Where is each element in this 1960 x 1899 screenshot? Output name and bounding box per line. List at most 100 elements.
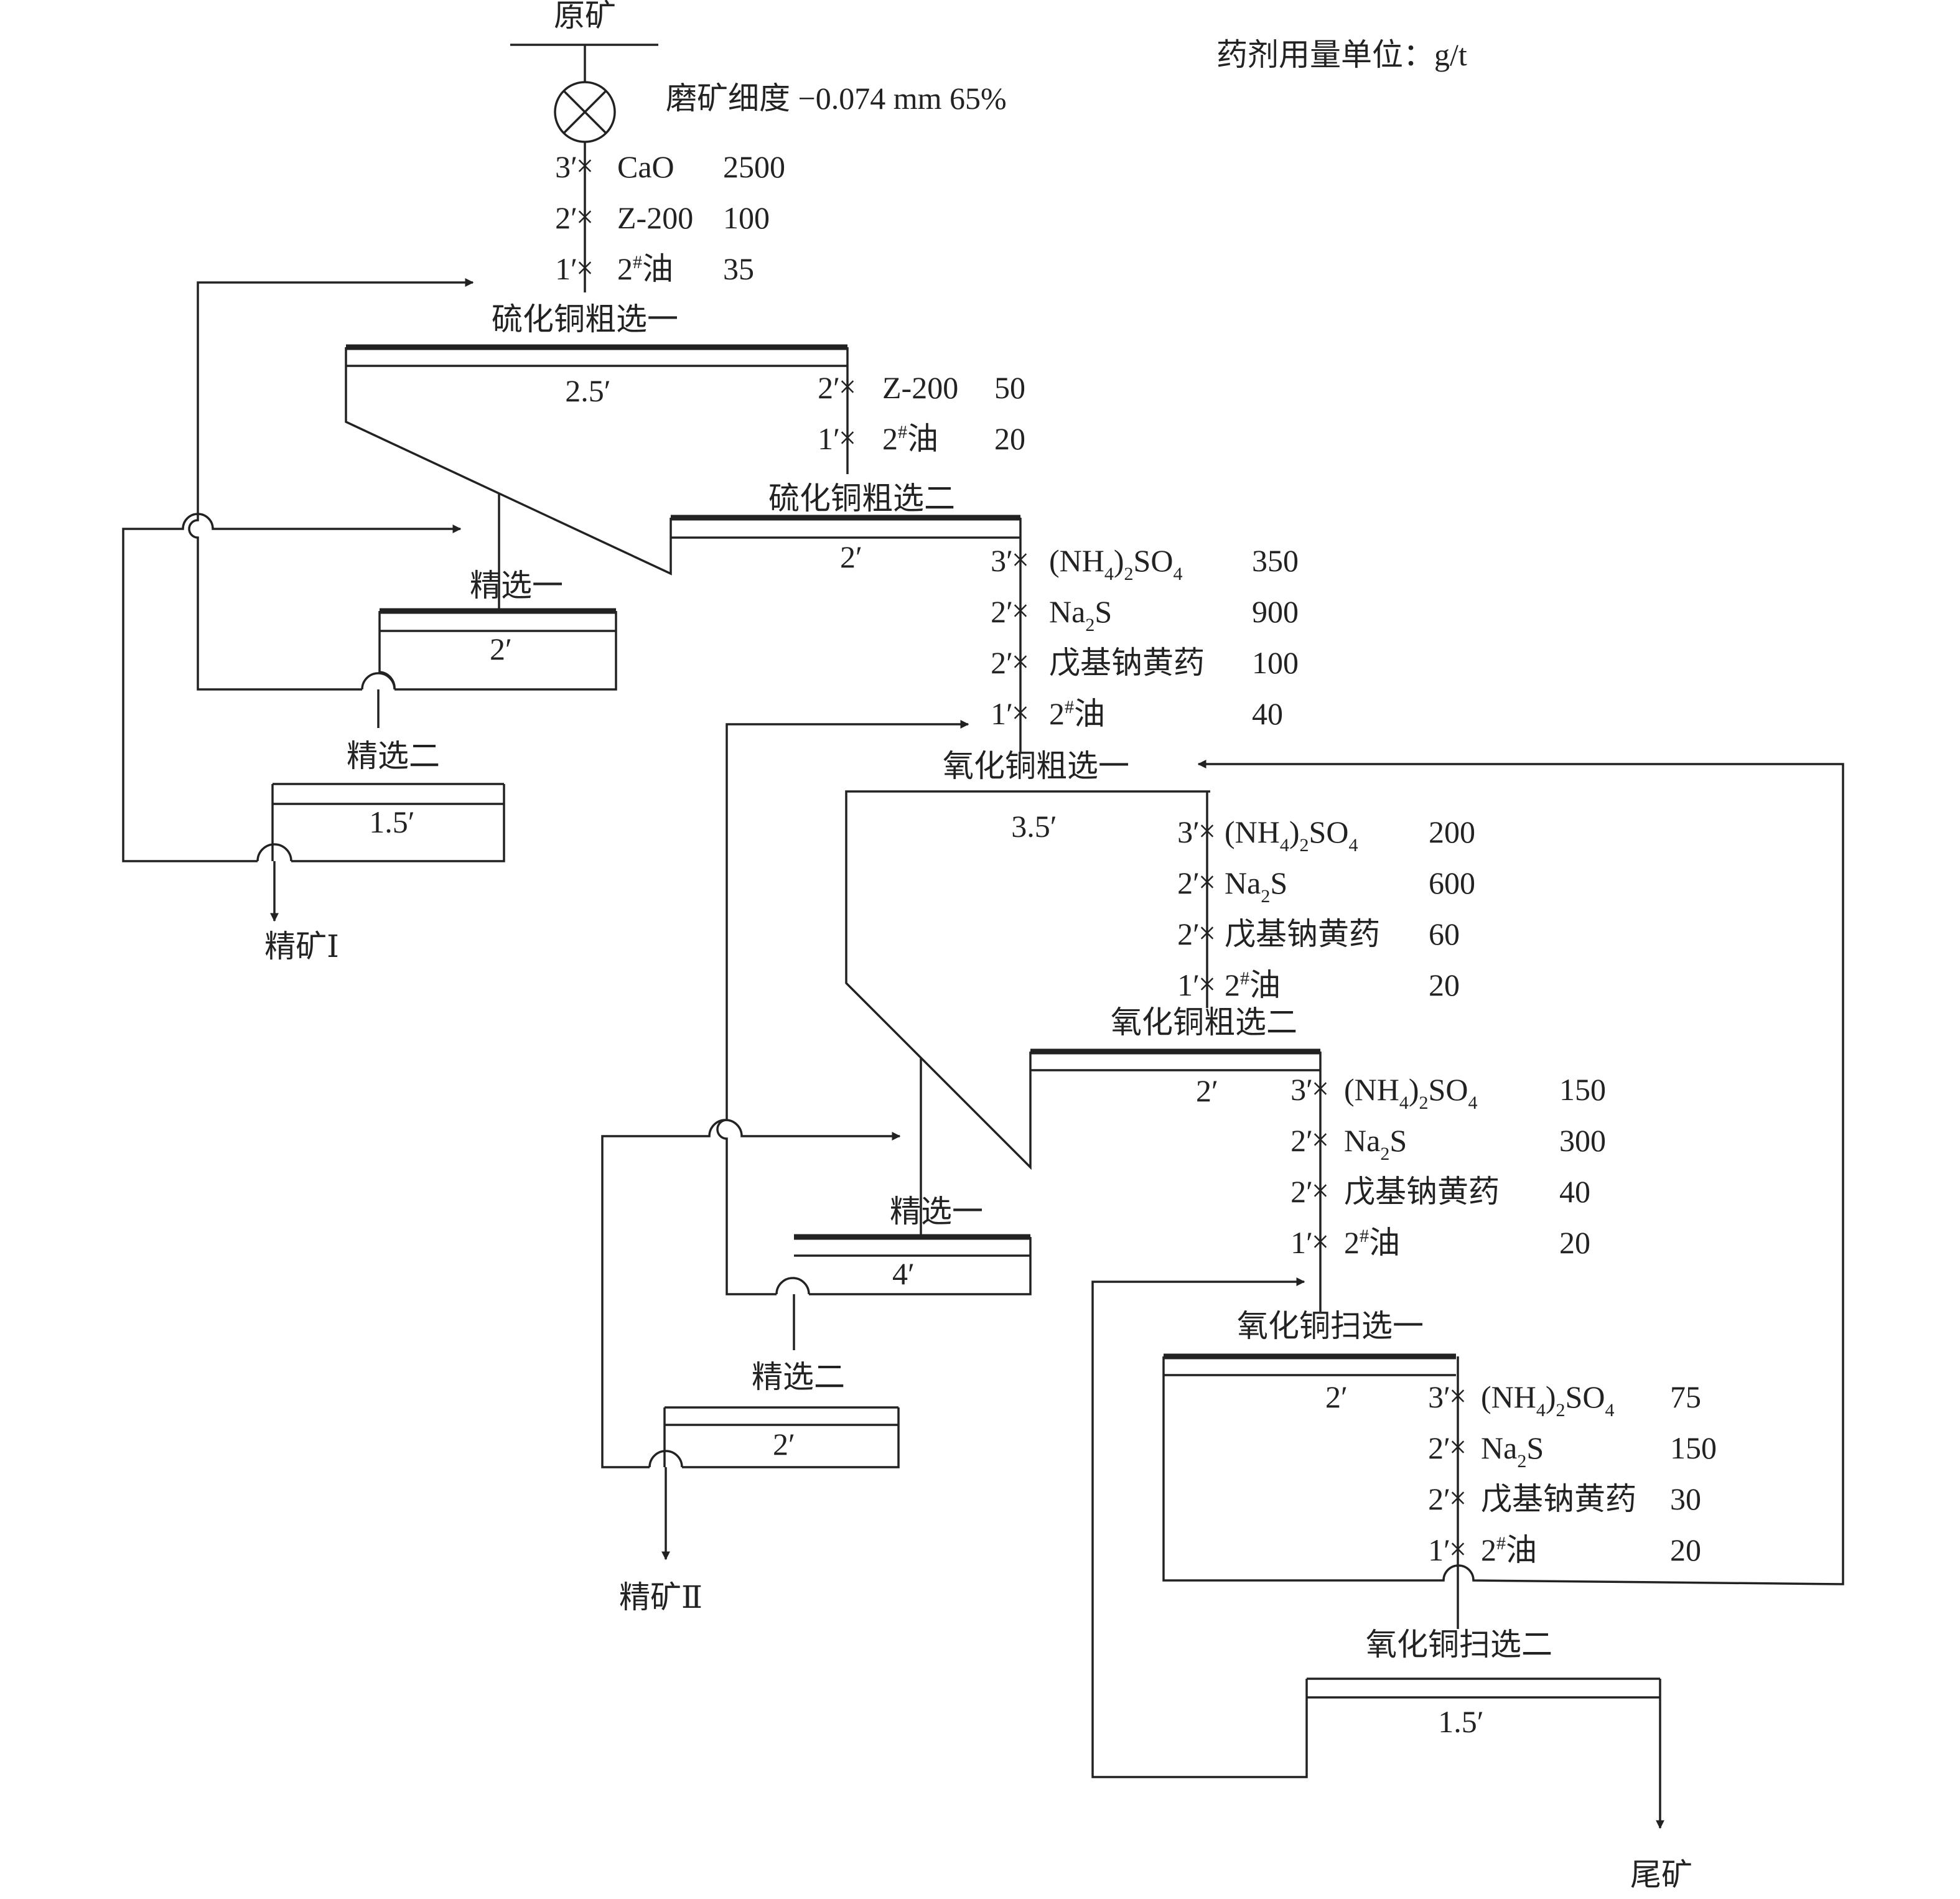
reagent-name: Na2S — [1225, 866, 1287, 907]
reagent-time: 2′ — [555, 200, 577, 235]
tailings-label: 尾矿 — [1630, 1857, 1692, 1892]
reagent-dose: 20 — [1670, 1533, 1701, 1567]
oxide-cleaner1-cell — [809, 1237, 1032, 1295]
reagent-dose: 30 — [1670, 1481, 1701, 1516]
oxide-cleaner2-arc — [648, 1450, 683, 1468]
reagent-add-cross-icon: × — [576, 250, 594, 285]
reagent-add-cross-icon: × — [1198, 813, 1216, 848]
reagent-time: 1′ — [555, 251, 577, 286]
sulf-cleaner2-cell — [291, 784, 505, 862]
reagent-name: Na2S — [1344, 1123, 1407, 1164]
oxide-rougher1-time: 3.5′ — [1011, 809, 1057, 844]
reagent-dose: 20 — [1429, 968, 1460, 1002]
reagent-dose: 600 — [1429, 866, 1475, 900]
conc2-label: 精矿Ⅱ — [619, 1580, 702, 1615]
reagent-name: 2#油 — [1225, 968, 1281, 1002]
reagent-time: 2′ — [1177, 866, 1200, 900]
reagent-name: 戊基钠黄药 — [1481, 1481, 1636, 1516]
reagent-name: Na2S — [1481, 1430, 1544, 1472]
reagent-add-cross-icon: × — [839, 369, 856, 404]
sulf-rougher1-label: 硫化铜粗选一 — [492, 302, 678, 337]
sulf-cleaner2-label: 精选二 — [347, 739, 440, 773]
reagent-time: 3′ — [1428, 1379, 1450, 1414]
reagent-name: CaO — [617, 149, 674, 184]
reagent-dose: 75 — [1670, 1379, 1701, 1414]
reagent-dose: 40 — [1252, 696, 1283, 731]
reagent-add-cross-icon: × — [1449, 1531, 1467, 1566]
reagent-time: 3′ — [991, 543, 1013, 578]
reagent-name: (NH4)2SO4 — [1225, 814, 1358, 856]
reagent-add-cross-icon: × — [1198, 915, 1216, 950]
sulf-cleaner1-label: 精选一 — [470, 568, 563, 603]
oxide-cleaner2-label: 精选二 — [752, 1360, 845, 1394]
sulf-cleaner2-time: 1.5′ — [369, 805, 414, 839]
oxide-scav2-conc-return — [1091, 1277, 1308, 1778]
reagent-time: 2′ — [818, 370, 840, 405]
sulf-rougher2-time: 2′ — [840, 539, 862, 574]
reagent-time: 2′ — [1177, 917, 1200, 951]
oxide-cleaner1-arc — [775, 1277, 810, 1295]
reagent-dose: 20 — [994, 421, 1025, 456]
reagent-time: 2′ — [991, 594, 1013, 629]
reagent-time: 1′ — [818, 421, 840, 456]
reagent-dose: 300 — [1559, 1123, 1606, 1158]
reagent-name: 2#油 — [617, 251, 673, 286]
sulf-rougher2-label: 硫化铜粗选二 — [768, 481, 955, 516]
conc1-label: 精矿Ⅰ — [264, 929, 339, 964]
reagent-add-cross-icon: × — [1449, 1378, 1467, 1413]
sulf-cleaner1-cell — [394, 611, 617, 691]
reagent-name: (NH4)2SO4 — [1481, 1379, 1614, 1421]
reagent-add-cross-icon: × — [1198, 864, 1216, 899]
reagent-add-cross-icon: × — [839, 420, 856, 455]
reagent-add-cross-icon: × — [1312, 1224, 1329, 1259]
oxide-scav2-time: 1.5′ — [1438, 1704, 1483, 1739]
reagent-add-cross-icon: × — [1449, 1429, 1467, 1464]
oxide-scav1-cell — [1162, 760, 1844, 1585]
reagent-time: 3′ — [1290, 1072, 1313, 1107]
reagent-name: 戊基钠黄药 — [1225, 917, 1380, 951]
reagent-add-cross-icon: × — [1449, 1480, 1467, 1515]
sulf-cleaner2-tail-return — [122, 513, 462, 862]
reagent-add-cross-icon: × — [1312, 1173, 1329, 1208]
reagent-dose: 35 — [723, 251, 754, 286]
reagent-add-cross-icon: × — [1012, 542, 1029, 577]
reagent-dose: 50 — [994, 370, 1025, 405]
oxide-rougher1-cell — [845, 790, 1210, 1170]
reagent-dose: 40 — [1559, 1174, 1590, 1209]
reagent-time: 3′ — [1177, 814, 1200, 849]
sulf-rougher1-cell — [345, 347, 672, 576]
reagent-time: 2′ — [1428, 1430, 1450, 1465]
reagent-add-cross-icon: × — [1012, 644, 1029, 679]
sulf-cleaner1-time: 2′ — [490, 632, 512, 666]
oxide-cleaner1-time: 4′ — [892, 1256, 915, 1291]
oxide-cleaner1-label: 精选一 — [890, 1194, 983, 1229]
oxide-scav2-label: 氧化铜扫选二 — [1366, 1627, 1552, 1662]
reagent-unit-note: 药剂用量单位：g/t — [1216, 37, 1467, 72]
reagent-name: 戊基钠黄药 — [1344, 1174, 1500, 1209]
reagent-dose: 60 — [1429, 917, 1460, 951]
grind-fineness-label: 磨矿细度 −0.074 mm 65% — [666, 81, 1007, 116]
reagent-add-cross-icon: × — [1012, 695, 1029, 730]
reagent-dose: 150 — [1670, 1430, 1717, 1465]
reagent-time: 2′ — [1290, 1174, 1313, 1209]
reagent-name: 戊基钠黄药 — [1049, 645, 1205, 680]
oxide-rougher2-time: 2′ — [1196, 1073, 1218, 1108]
reagent-time: 1′ — [1428, 1533, 1450, 1567]
oxide-cleaner2-time: 2′ — [773, 1427, 795, 1462]
oxide-rougher1-label: 氧化铜粗选一 — [943, 749, 1129, 783]
oxide-scav1-time: 2′ — [1325, 1379, 1348, 1414]
reagent-name: 2#油 — [1049, 696, 1105, 731]
reagent-time: 1′ — [1290, 1225, 1313, 1260]
reagent-name: 2#油 — [882, 421, 938, 456]
oxide-scav1-label: 氧化铜扫选一 — [1237, 1309, 1424, 1343]
sulf-cleaner1-tail-return — [188, 278, 474, 691]
reagent-add-cross-icon: × — [1198, 966, 1216, 1001]
reagent-add-cross-icon: × — [1312, 1071, 1329, 1106]
